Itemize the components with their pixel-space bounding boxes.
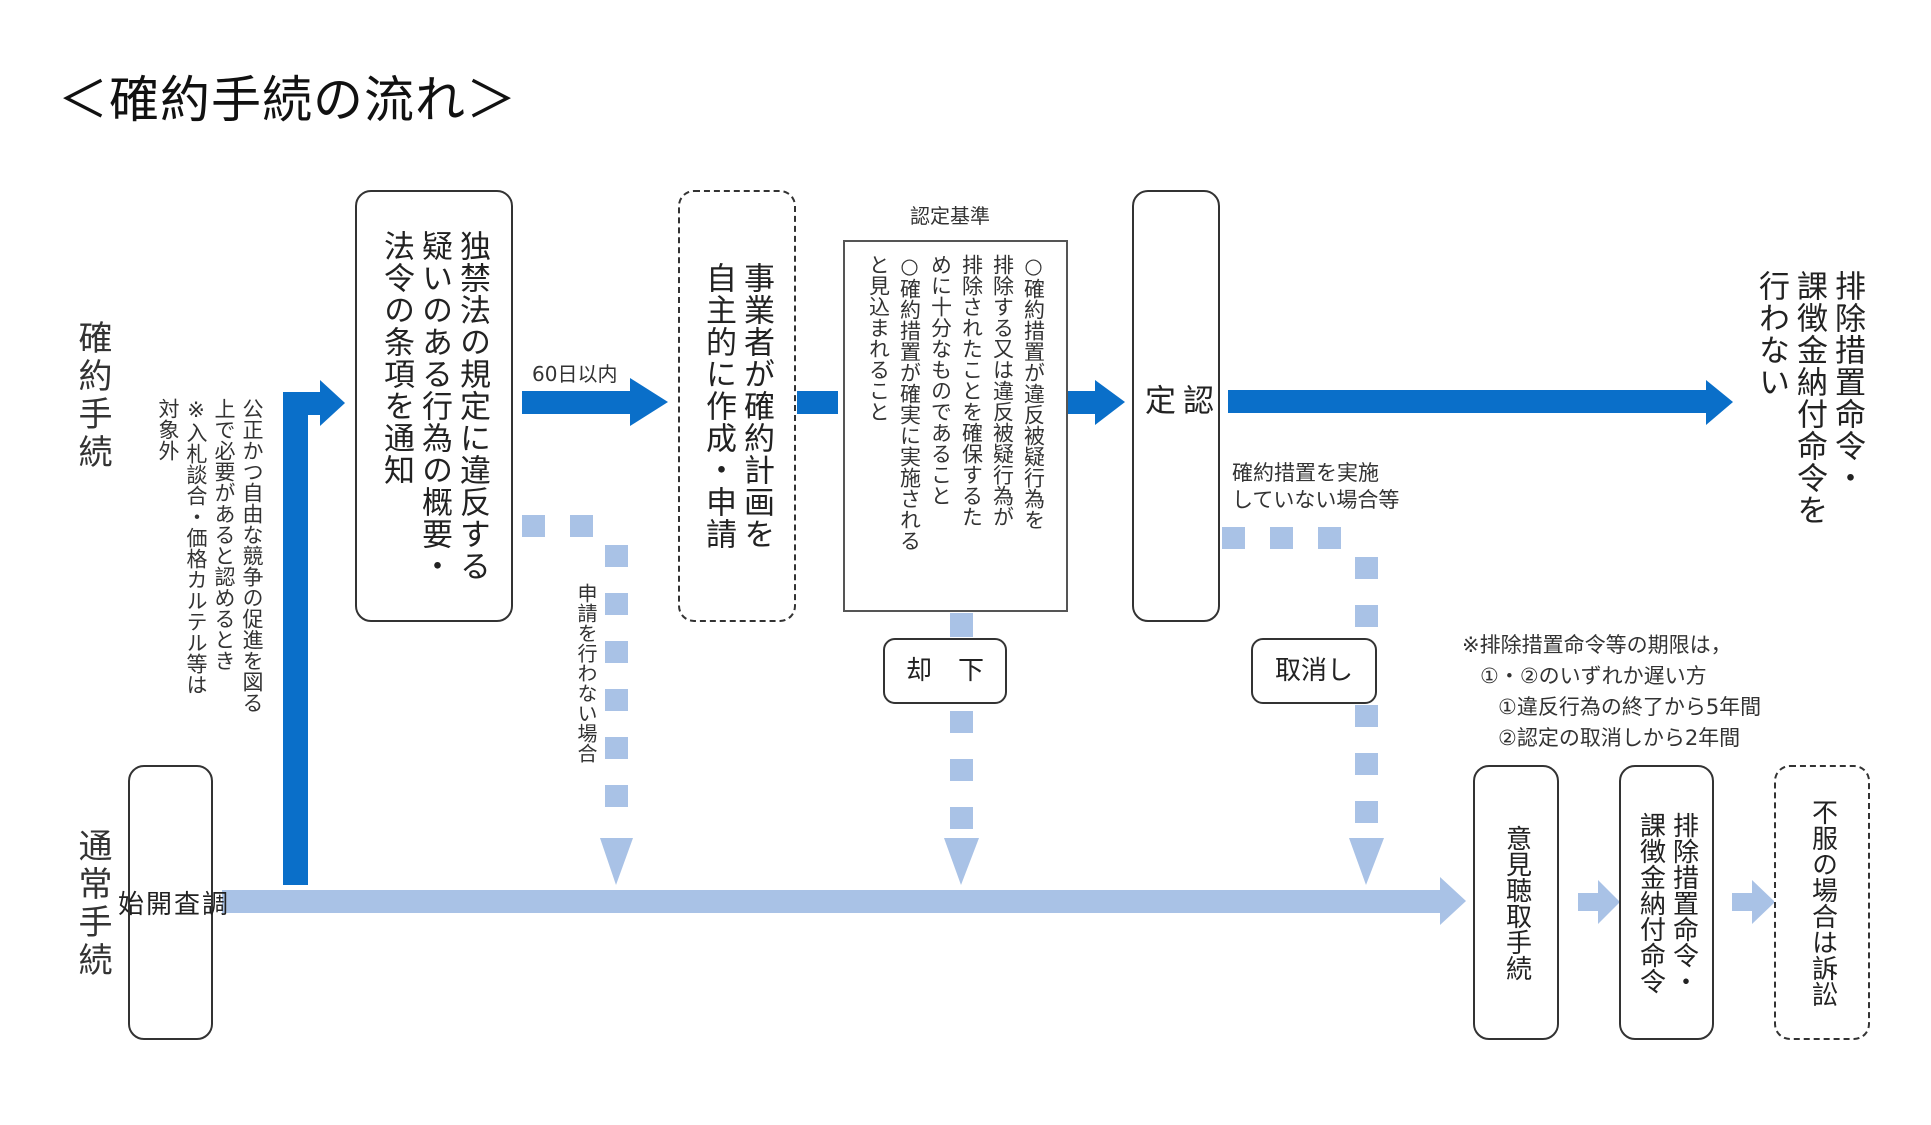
deadline-note-line3: ①違反行為の終了から5年間 xyxy=(1498,695,1762,719)
arrow-approval-outcome-head xyxy=(1706,380,1733,425)
hearing-procedure-box[interactable]: 意見聴取手続 xyxy=(1473,765,1559,1040)
revocation-text: 取消し xyxy=(1274,655,1353,686)
revocation-box[interactable]: 取消し xyxy=(1251,638,1377,704)
appeal-lawsuit-text: 不服の場合は訴訟 xyxy=(1807,798,1838,1007)
branch-arrow-head xyxy=(320,380,345,426)
dashed-connector-revocation xyxy=(1222,527,1384,885)
lane-label-normal: 通常手続 xyxy=(72,828,112,980)
criteria-text: ○確約措置が違反被疑行為を 排除する又は違反被疑行為が 排除されたことを確保する… xyxy=(866,254,1046,551)
arrow-hearing-order-head xyxy=(1598,880,1620,924)
branch-condition-note: 公正かつ自由な競争の促進を図る 上で必要があると認めるとき ※入札談合・価格カル… xyxy=(156,398,264,713)
rejection-text: 却 下 xyxy=(905,655,984,686)
hearing-procedure-text: 意見聴取手続 xyxy=(1501,824,1532,981)
commitment-plan-box[interactable]: 事業者が確約計画を 自主的に作成・申請 xyxy=(678,190,796,622)
approval-text: 認 定 xyxy=(1139,383,1213,429)
investigation-start-text: 調 査 開 始 xyxy=(113,889,228,916)
deadline-note-line1: ※排除措置命令等の期限は， xyxy=(1462,633,1732,657)
orders-box[interactable]: 排除措置命令・ 課徴金納付命令 xyxy=(1619,765,1714,1040)
arrow-criteria-approval-bar xyxy=(1067,391,1097,414)
arrow-approval-outcome-bar xyxy=(1228,390,1710,413)
notice-box-text: 独禁法の規定に違反する 疑いのある行為の概要・ 法令の条項を通知 xyxy=(378,230,490,582)
orders-text: 排除措置命令・ 課徴金納付命令 xyxy=(1635,811,1699,994)
arrow-hearing-order-bar xyxy=(1578,893,1600,911)
page-title: ＜確約手続の流れ＞ xyxy=(58,71,517,129)
rejection-box[interactable]: 却 下 xyxy=(883,638,1007,704)
branch-horizontal-bar xyxy=(283,392,323,415)
arrow-criteria-approval-head xyxy=(1095,380,1125,425)
deadline-60days-label: 60日以内 xyxy=(532,362,618,386)
not-implemented-label: 確約措置を実施 していない場合等 xyxy=(1232,461,1400,512)
deadline-note-line4: ②認定の取消しから2年間 xyxy=(1498,726,1741,750)
normal-flow-main-bar xyxy=(222,890,1444,913)
no-application-label: 申請を行わない場合 xyxy=(574,583,598,763)
appeal-lawsuit-box[interactable]: 不服の場合は訴訟 xyxy=(1774,765,1870,1040)
arrow-plan-criteria-bar xyxy=(797,391,838,414)
approval-box[interactable]: 認 定 xyxy=(1132,190,1220,622)
criteria-title: 認定基準 xyxy=(910,204,990,228)
branch-vertical-bar xyxy=(283,392,308,885)
outcome-no-orders: 排除措置命令・ 課徴金納付命令を 行わない xyxy=(1753,270,1865,526)
order-deadline-note: ※排除措置命令等の期限は， ①・②のいずれか遅い方 ①違反行為の終了から5年間 … xyxy=(1462,630,1761,754)
dashed-connector-no-application xyxy=(522,515,633,885)
commitment-plan-text: 事業者が確約計画を 自主的に作成・申請 xyxy=(700,262,774,550)
arrow-60days-head xyxy=(630,378,668,426)
arrow-order-appeal-head xyxy=(1752,880,1775,924)
criteria-box: ○確約措置が違反被疑行為を 排除する又は違反被疑行為が 排除されたことを確保する… xyxy=(843,240,1068,612)
deadline-note-line2: ①・②のいずれか遅い方 xyxy=(1480,664,1707,688)
investigation-start-box[interactable]: 調 査 開 始 xyxy=(114,765,228,1040)
arrow-60days-bar xyxy=(522,391,632,414)
dashed-connector-rejection xyxy=(944,613,979,885)
lane-label-commitment: 確約手続 xyxy=(72,320,112,472)
notice-box[interactable]: 独禁法の規定に違反する 疑いのある行為の概要・ 法令の条項を通知 xyxy=(355,190,513,622)
normal-flow-main-head xyxy=(1440,877,1466,925)
arrow-order-appeal-bar xyxy=(1732,893,1754,911)
